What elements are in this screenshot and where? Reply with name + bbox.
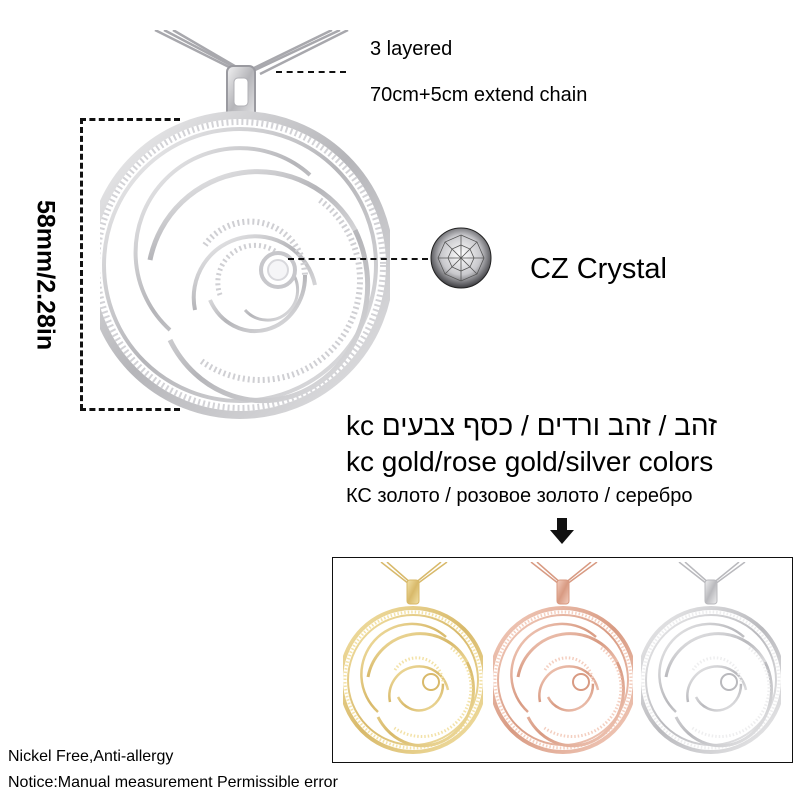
color-variants-box: [332, 557, 793, 763]
arrow-down-icon: [550, 518, 574, 544]
dimension-top-cap: [80, 118, 180, 121]
dimension-label: 58mm/2.28in: [31, 199, 60, 351]
colors-english-text: kc gold/rose gold/silver colors: [346, 446, 714, 477]
crystal-leader-line: [288, 258, 428, 260]
crystal-icon: [430, 227, 492, 289]
chain: [154, 30, 349, 76]
nickel-free-note: Nickel Free,Anti-allergy: [8, 748, 174, 765]
crystal-label: CZ Crystal: [530, 253, 667, 285]
chain-leader-line: [276, 71, 346, 73]
variant-silver-image: [641, 562, 781, 754]
chain-length-text: 70cm+5cm extend chain: [370, 84, 588, 106]
colors-hebrew-text: kc זהב / זהב ורדים / כסף צבעים: [346, 410, 718, 441]
pendant-main-image: [100, 30, 390, 419]
dimension-bottom-cap: [80, 408, 180, 411]
measurement-notice: Notice:Manual measurement Permissible er…: [8, 774, 338, 791]
variant-gold-image: [343, 562, 483, 754]
chain-layers-text: 3 layered: [370, 38, 453, 60]
variant-rose-gold-image: [493, 562, 633, 754]
dimension-line: [80, 118, 83, 410]
colors-russian-text: КС золото / розовое золото / серебро: [346, 485, 693, 507]
